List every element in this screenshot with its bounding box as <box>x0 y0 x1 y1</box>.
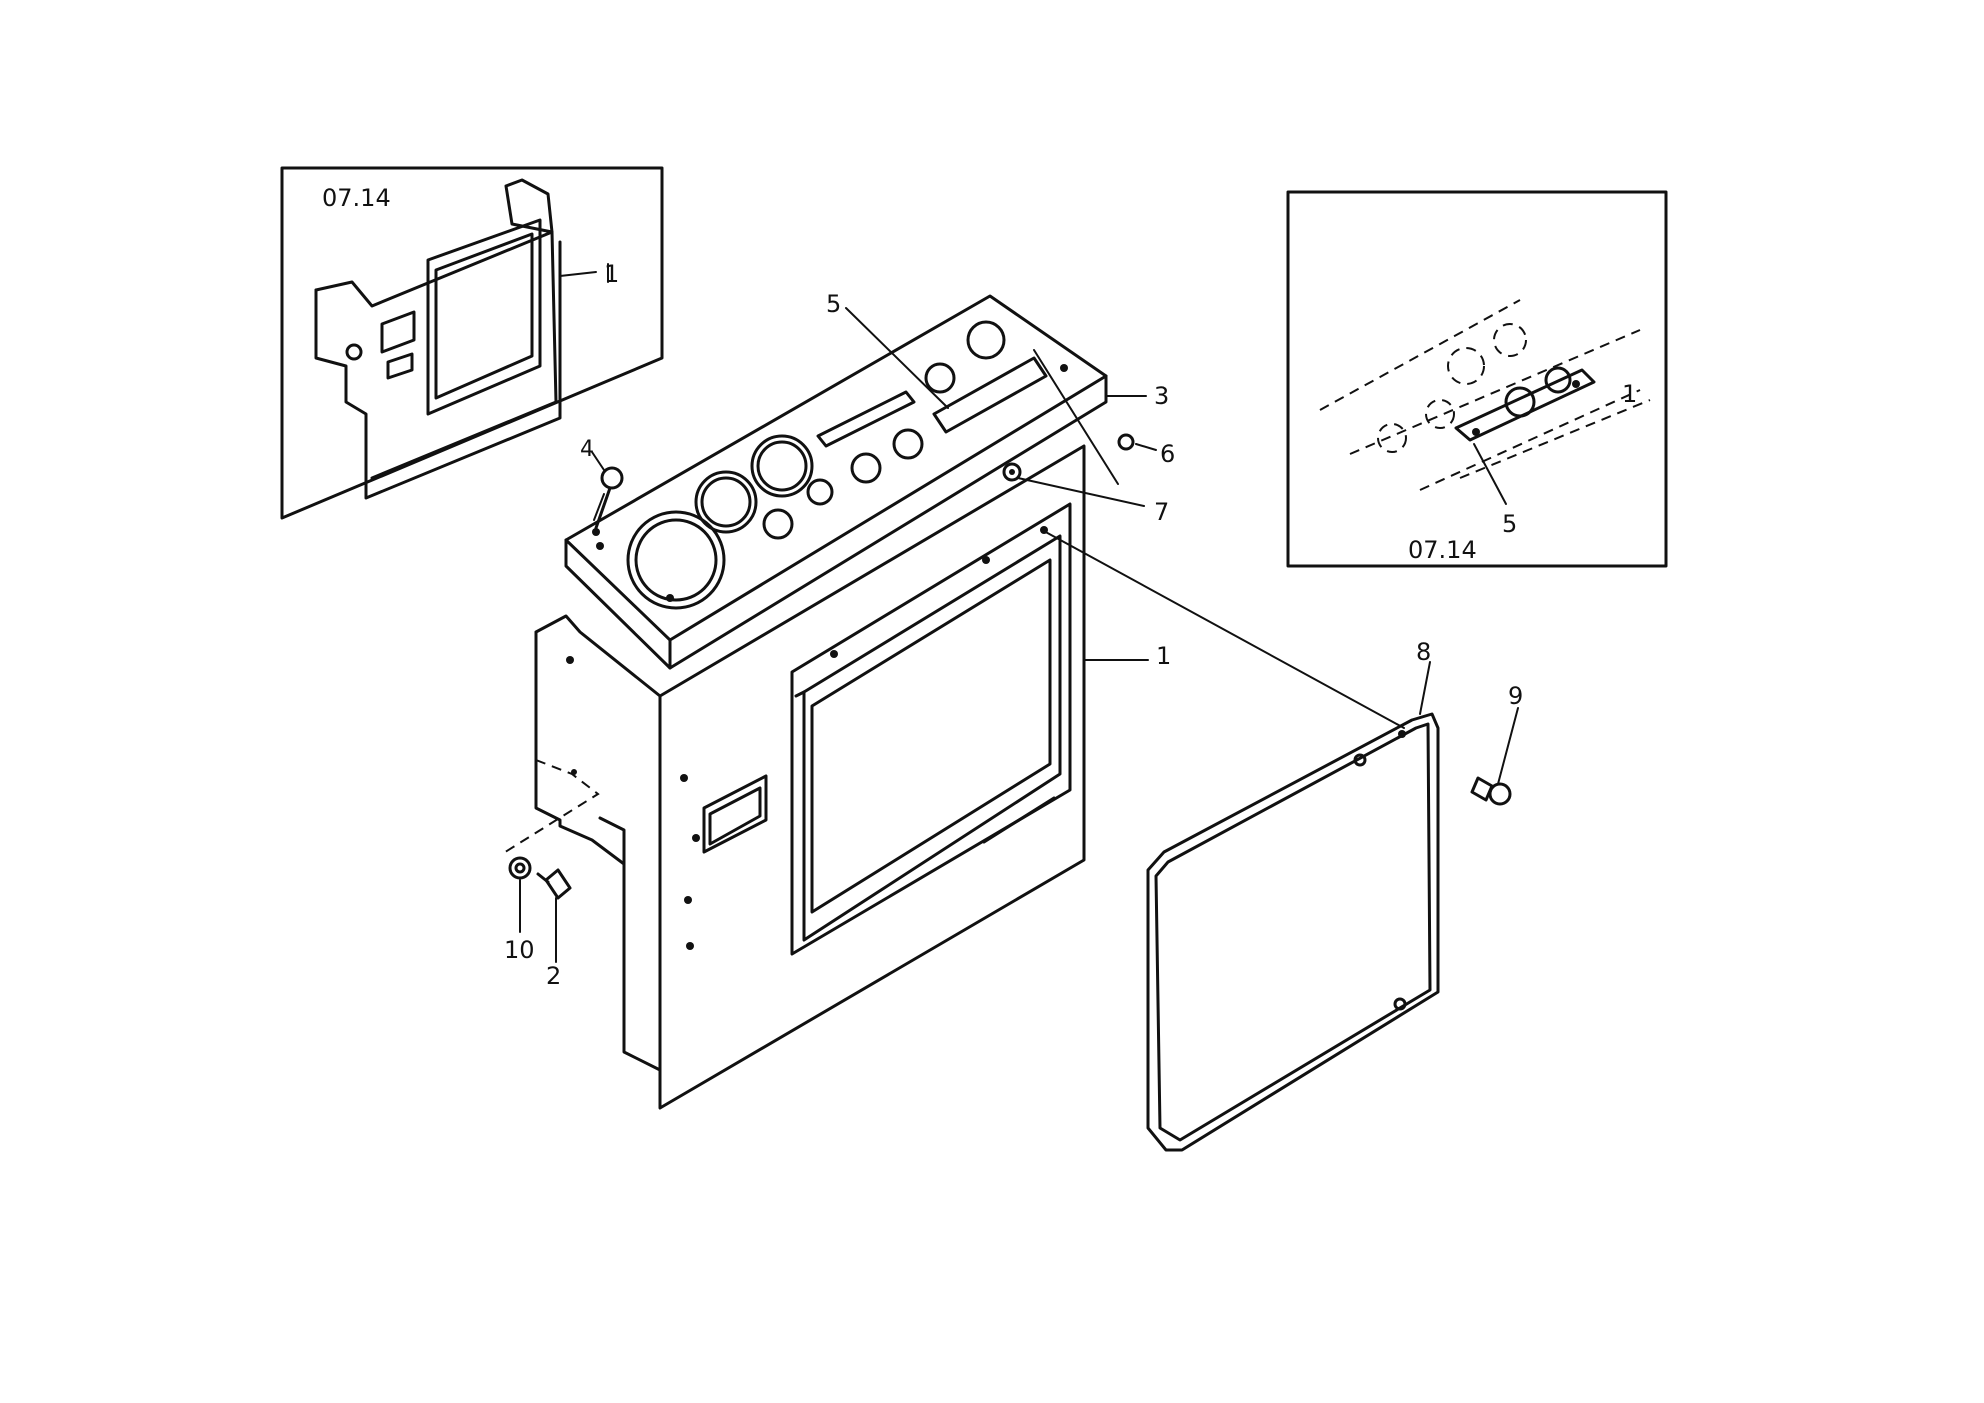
callout-3: 3 <box>1154 382 1169 410</box>
inset-left-ref-label: 07.14 <box>322 184 391 212</box>
inset-right-switch-panel <box>1319 299 1651 505</box>
callout-2: 2 <box>546 962 561 990</box>
cover-plate <box>1146 712 1440 1152</box>
callout-9: 9 <box>1508 682 1523 710</box>
inset-right-frame <box>1286 190 1668 568</box>
fastener-screw-6 <box>1117 433 1157 451</box>
inset-left-bracket <box>314 178 609 500</box>
inset-left-callout-1: 1 <box>604 260 619 288</box>
callout-8: 8 <box>1416 638 1431 666</box>
inset-right-callout-1: 1 <box>1622 380 1637 408</box>
main-housing <box>501 444 1086 1110</box>
main-assembly: 1 2 3 4 5 6 7 8 9 10 <box>501 290 1523 1152</box>
callout-10: 10 <box>504 936 535 964</box>
fastener-grommet-7 <box>1002 462 1022 482</box>
fastener-screw-9 <box>1470 707 1519 806</box>
leader-lines <box>845 307 1431 729</box>
fastener-bolt-2 <box>536 868 572 963</box>
inset-right-ref-label: 07.14 <box>1408 536 1477 564</box>
callout-1: 1 <box>1156 642 1171 670</box>
callout-7: 7 <box>1154 498 1169 526</box>
callout-5: 5 <box>826 290 841 318</box>
fastener-screw-4 <box>591 451 624 536</box>
fastener-washer-10 <box>508 856 532 933</box>
instrument-panel <box>564 294 1108 670</box>
callout-6: 6 <box>1160 440 1175 468</box>
inset-left: 07.14 1 <box>280 166 664 520</box>
callout-4: 4 <box>580 437 594 462</box>
inset-right: 07.14 1 5 <box>1286 190 1668 568</box>
inset-right-callout-5: 5 <box>1502 510 1517 538</box>
inset-left-frame <box>280 166 664 520</box>
